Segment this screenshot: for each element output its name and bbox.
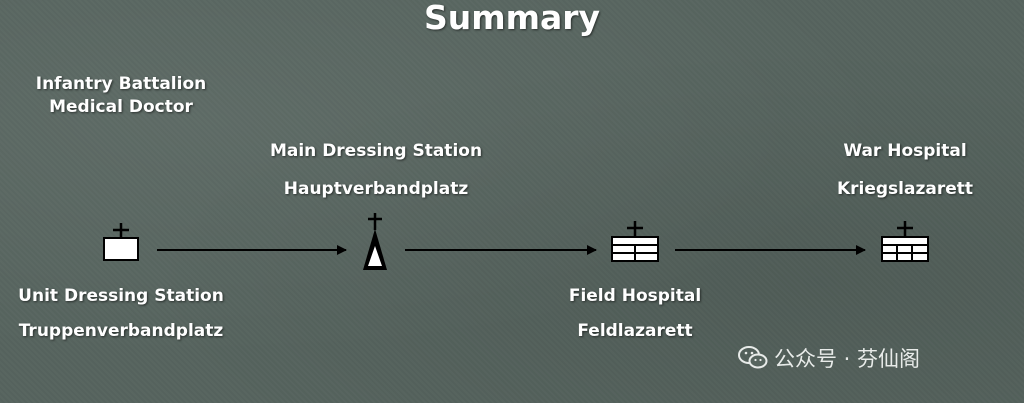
unit-dressing-station-label: Unit Dressing Station [18, 286, 224, 306]
infantry-battalion-label: Infantry Battalion [35, 74, 207, 94]
page-title: Summary [423, 0, 601, 37]
war-hospital-label: War Hospital [843, 141, 967, 161]
unit-dressing-station-symbol [103, 223, 139, 261]
watermark-text: 公众号 · 芬仙阁 [774, 347, 921, 371]
feldlazarett-label: Feldlazarett [577, 321, 693, 341]
kriegslazarett-label: Kriegslazarett [836, 179, 974, 199]
truppenverbandplatz-label: Truppenverbandplatz [18, 321, 224, 341]
main-dressing-station-symbol [363, 213, 387, 270]
field-hospital-label: Field Hospital [568, 286, 702, 306]
hauptverbandplatz-label: Hauptverbandplatz [283, 179, 469, 199]
field-hospital-symbol [611, 221, 659, 262]
medical-doctor-label: Medical Doctor [49, 97, 193, 117]
war-hospital-symbol [881, 221, 929, 262]
watermark: 公众号 · 芬仙阁 [738, 343, 920, 373]
wechat-icon [738, 346, 768, 369]
main-dressing-station-label: Main Dressing Station [269, 141, 483, 161]
